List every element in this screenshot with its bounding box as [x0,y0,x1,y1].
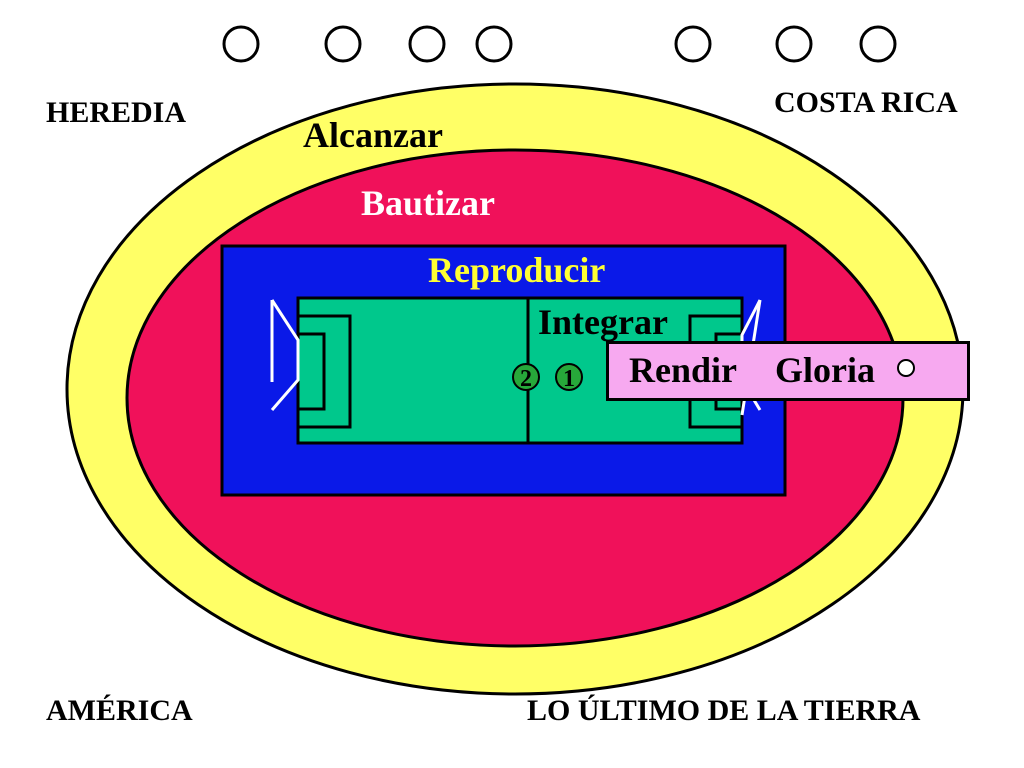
gloria-dot-icon [897,359,915,377]
corner-label-heredia: HEREDIA [46,96,187,129]
label-alcanzar: Alcanzar [303,115,443,155]
top-circle-6 [775,25,813,63]
rendir-gloria-box: Rendir Gloria [606,341,970,401]
top-circle-5 [674,25,712,63]
top-circle-7 [859,25,897,63]
marker-1-circle [555,363,583,391]
rendir-label: Rendir [629,350,737,390]
corner-label-america: AMÉRICA [46,694,193,727]
top-circle-2 [324,25,362,63]
label-integrar: Integrar [538,302,668,342]
corner-label-costa-rica: COSTA RICA [774,86,958,119]
marker-2-circle [512,363,540,391]
corner-label-ultimo-de-la-tierra: LO ÚLTIMO DE LA TIERRA [527,694,921,727]
top-circle-4 [475,25,513,63]
gloria-label: Gloria [775,350,875,390]
marker-2-label: 2 [520,366,532,392]
marker-1-label: 1 [563,366,575,392]
top-circles [222,25,897,63]
label-reproducir: Reproducir [428,250,605,290]
label-bautizar: Bautizar [361,183,495,223]
top-circle-3 [408,25,446,63]
top-circle-1 [222,25,260,63]
left-goal-net [270,299,300,411]
